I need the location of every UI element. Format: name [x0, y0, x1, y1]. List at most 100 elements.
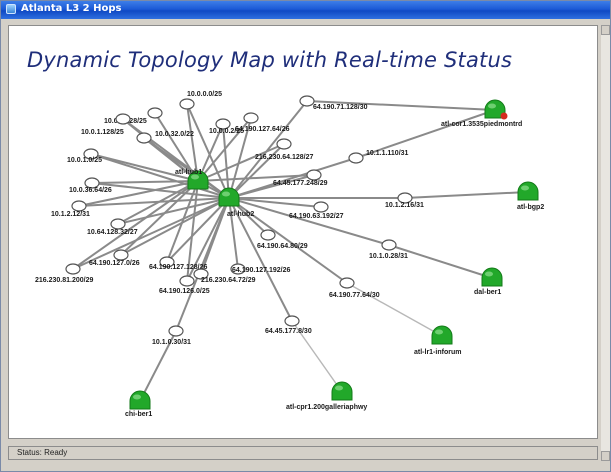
subnet-icon: [230, 263, 246, 275]
vertical-scrollbar[interactable]: [601, 25, 610, 461]
router-highlight: [222, 191, 230, 197]
subnet-node[interactable]: 10.1.2.12/31: [51, 200, 90, 218]
network-link: [228, 197, 322, 208]
subnet-label: 10.0.1.0/25: [67, 157, 102, 164]
subnet-node[interactable]: 216.230.64.72/29: [193, 268, 256, 284]
router-icon: [331, 381, 353, 401]
subnet-node[interactable]: 64.190.127.128/26: [149, 256, 207, 271]
router-highlight: [335, 385, 343, 391]
subnet-icon: [397, 192, 413, 204]
subnet-label: 10.0.32.0/22: [155, 131, 194, 138]
topology-canvas[interactable]: 10.0.0.0/25 10.0.0.128/25 10.0.1.128/25 10.…: [8, 25, 598, 439]
network-link: [388, 244, 493, 279]
subnet-icon: [159, 256, 175, 268]
subnet-node[interactable]: 64.190.126.0/25: [159, 275, 210, 295]
router-icon: [218, 187, 240, 207]
status-text: Status: Ready: [17, 448, 68, 457]
subnet-node[interactable]: 10.1.0.28/31: [369, 239, 408, 260]
network-link: [186, 180, 199, 282]
scroll-up-arrow[interactable]: [601, 25, 610, 35]
subnet-label: 10.1.2.12/31: [51, 211, 90, 218]
subnet-node[interactable]: 64.190.63.192/27: [289, 201, 344, 220]
network-link: [306, 100, 496, 111]
subnet-label: 64.45.177.248/29: [273, 180, 328, 187]
scroll-down-arrow[interactable]: [601, 451, 610, 461]
subnet-label: 64.190.127.0/26: [89, 260, 140, 267]
network-link: [166, 197, 230, 263]
subnet-icon: [339, 277, 355, 289]
subnet-node[interactable]: 216.230.81.200/29: [35, 263, 93, 284]
device-label: atl-bgp2: [517, 204, 544, 211]
subnet-label: 64.190.127.192/26: [232, 267, 290, 274]
subnet-node[interactable]: 10.0.1.128/25: [81, 113, 131, 136]
device-node[interactable]: atl-hub2: [218, 187, 254, 218]
subnet-node[interactable]: 64.45.177.248/29: [273, 169, 328, 187]
subnet-icon: [260, 229, 276, 241]
device-node[interactable]: atl-cor1.3535piedmontrd: [441, 99, 522, 128]
subnet-node[interactable]: 10.1.2.16/31: [385, 192, 424, 209]
subnet-node[interactable]: 64.190.77.64/30: [329, 277, 380, 299]
subnet-node[interactable]: 10.0.1.0/25: [67, 148, 102, 164]
subnet-icon: [71, 200, 87, 212]
subnet-node[interactable]: 64.190.127.0/26: [89, 249, 140, 267]
devices-layer: atl-hub1 atl-hub2 atl-cor1.3535piedmontrd a…: [125, 99, 544, 418]
subnet-icon: [65, 263, 81, 275]
title-bar[interactable]: Atlanta L3 2 Hops: [1, 1, 610, 19]
subnet-node[interactable]: 10.0.32.0/22: [136, 131, 194, 144]
subnet-node[interactable]: 216.230.64.128/27: [255, 138, 313, 161]
router-icon: [517, 181, 539, 201]
subnet-icon: [313, 201, 329, 213]
subnet-node[interactable]: 10.0.0.128/25: [104, 107, 163, 125]
subnet-label: 10.1.0.28/31: [369, 253, 408, 260]
subnet-icon: [284, 315, 300, 327]
subnet-label: 10.0.0.2/25: [209, 128, 244, 135]
network-link: [228, 174, 315, 199]
network-link: [91, 182, 230, 199]
network-link: [139, 330, 177, 402]
subnet-icon: [168, 325, 184, 337]
subnet-node[interactable]: 10.0.0.2/25: [209, 118, 244, 135]
device-label: atl-cpr1.200galleriaphwy: [286, 404, 367, 411]
device-node[interactable]: atl-cpr1.200galleriaphwy: [286, 381, 367, 411]
network-link: [186, 103, 199, 182]
subnet-icon: [243, 112, 259, 124]
subnet-node[interactable]: 64.190.64.80/29: [257, 229, 308, 250]
router-icon: [481, 267, 503, 287]
subnet-icon: [115, 113, 131, 125]
subnet-icon: [147, 107, 163, 119]
device-node[interactable]: dal-ber1: [474, 267, 503, 296]
device-node[interactable]: atl-lr1-inforum: [414, 325, 461, 356]
router-icon: [129, 390, 151, 410]
subnet-node[interactable]: 64.190.127.64/26: [235, 112, 290, 133]
subnet-node[interactable]: 10.1.0.30/31: [152, 325, 191, 346]
subnet-node[interactable]: 64.190.71.128/30: [299, 95, 368, 111]
router-highlight: [485, 271, 493, 277]
network-link: [197, 174, 315, 182]
alert-status-icon: [500, 112, 508, 120]
network-link: [222, 123, 230, 199]
subnet-node[interactable]: 10.0.0.0/25: [179, 91, 222, 110]
network-link: [228, 197, 293, 322]
subnet-node[interactable]: 64.190.127.192/26: [230, 263, 290, 275]
network-link: [291, 320, 343, 393]
network-link: [90, 153, 199, 182]
subnet-icon: [348, 152, 364, 164]
subnet-label: 64.190.77.64/30: [329, 292, 380, 299]
device-node[interactable]: atl-hub1: [175, 169, 209, 190]
subnet-node[interactable]: 10.0.36.64/26: [69, 177, 112, 194]
network-link: [186, 197, 230, 282]
network-link: [228, 197, 390, 246]
subnet-icon: [306, 169, 322, 181]
device-node[interactable]: chi-ber1: [125, 390, 152, 418]
topology-map[interactable]: 10.0.0.0/25 10.0.0.128/25 10.0.1.128/25 10.…: [9, 26, 598, 439]
subnet-icon: [299, 95, 315, 107]
subnet-node[interactable]: 10.64.128.32/27: [87, 218, 138, 236]
subnet-icon: [179, 98, 195, 110]
subnet-label: 64.190.127.64/26: [235, 126, 290, 133]
subnet-label: 10.0.1.128/25: [81, 129, 124, 136]
window-title: Atlanta L3 2 Hops: [21, 3, 122, 14]
subnet-node[interactable]: 64.45.177.8/30: [265, 315, 312, 335]
network-link: [346, 282, 443, 337]
device-node[interactable]: atl-bgp2: [517, 181, 544, 211]
subnet-node[interactable]: 10.1.1.110/31: [348, 150, 409, 164]
